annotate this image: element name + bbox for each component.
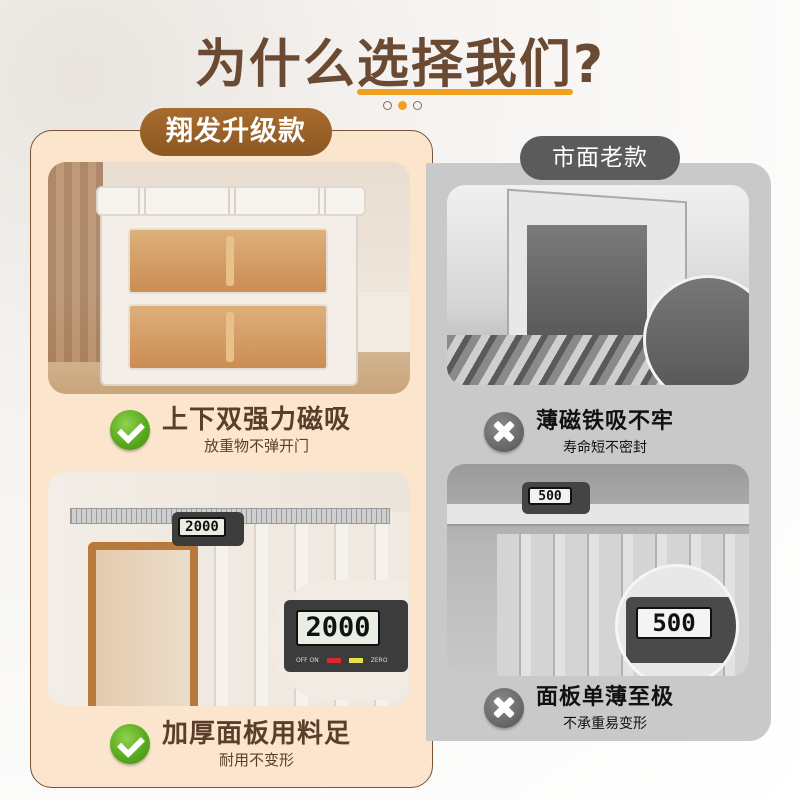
caliper-zero-button: [348, 658, 363, 663]
caliper-zoom-inset: 500: [615, 564, 739, 676]
feature-subtitle: 寿命短不密封: [563, 440, 647, 456]
old-product-badge: 市面老款: [520, 136, 680, 180]
caliper-off-on-label: OFF ON: [296, 657, 319, 664]
carousel-dot-3[interactable]: [413, 101, 422, 110]
storage-box-door-bottom: [128, 304, 328, 370]
caliper-buttons: OFF ON ZERO: [296, 657, 388, 664]
carousel-dot-2-active[interactable]: [398, 101, 407, 110]
caliper-display-small: 2000: [172, 512, 244, 546]
storage-box-lid: [96, 186, 366, 216]
upgraded-storage-box-photo: [48, 162, 410, 394]
feature-title: 面板单薄至极: [536, 685, 675, 710]
caliper-reading: 2000: [178, 517, 226, 537]
feature-title: 上下双强力磁吸: [162, 405, 352, 435]
feature-strong-magnets: 上下双强力磁吸 放重物不弹开门: [110, 404, 351, 456]
feature-weak-magnets: 薄磁铁吸不牢 寿命短不密封: [484, 406, 674, 458]
check-icon: [110, 410, 150, 450]
caliper-zero-label: ZERO: [370, 657, 388, 664]
carousel-dots: [383, 101, 422, 110]
old-box-broken-door-photo: [447, 185, 749, 385]
title-highlight: 选择我们: [356, 22, 573, 97]
caliper-reading-zoom: 500: [636, 607, 712, 639]
title-plain: 为什么: [194, 35, 357, 95]
feature-title: 薄磁铁吸不牢: [536, 409, 675, 434]
caliper-reading-zoom: 2000: [296, 610, 380, 646]
amber-door-frame: [88, 542, 198, 706]
feature-thick-panel: 加厚面板用料足 耐用不变形: [110, 718, 351, 770]
caliper-display-small: 500: [522, 482, 590, 514]
curtain-decor: [48, 162, 103, 362]
storage-box-door-top: [128, 228, 328, 294]
upgraded-badge: 翔发升级款: [140, 108, 332, 156]
feature-subtitle: 耐用不变形: [219, 751, 295, 769]
storage-box: [96, 186, 366, 386]
caliper-reading: 500: [528, 487, 572, 505]
feature-thin-panel: 面板单薄至极 不承重易变形: [484, 682, 674, 734]
old-box-lid: [447, 504, 749, 526]
title-suffix: ?: [572, 35, 606, 95]
feature-subtitle: 不承重易变形: [563, 716, 647, 732]
caliper-display-zoom: 2000 OFF ON ZERO: [284, 600, 408, 672]
caliper-zoom-inset: 2000 OFF ON ZERO: [270, 580, 408, 700]
cross-icon: [484, 688, 524, 728]
cross-icon: [484, 412, 524, 452]
carousel-dot-1[interactable]: [383, 101, 392, 110]
feature-title: 加厚面板用料足: [162, 719, 352, 749]
caliper-power-button: [326, 658, 341, 663]
old-box-cavity: [527, 225, 647, 335]
page-title: 为什么选择我们?: [0, 22, 800, 97]
caliper-display-zoom: 500: [626, 597, 736, 663]
feature-subtitle: 放重物不弹开门: [204, 437, 310, 455]
check-icon: [110, 724, 150, 764]
old-panel-thickness-photo: 500 500: [447, 464, 749, 676]
